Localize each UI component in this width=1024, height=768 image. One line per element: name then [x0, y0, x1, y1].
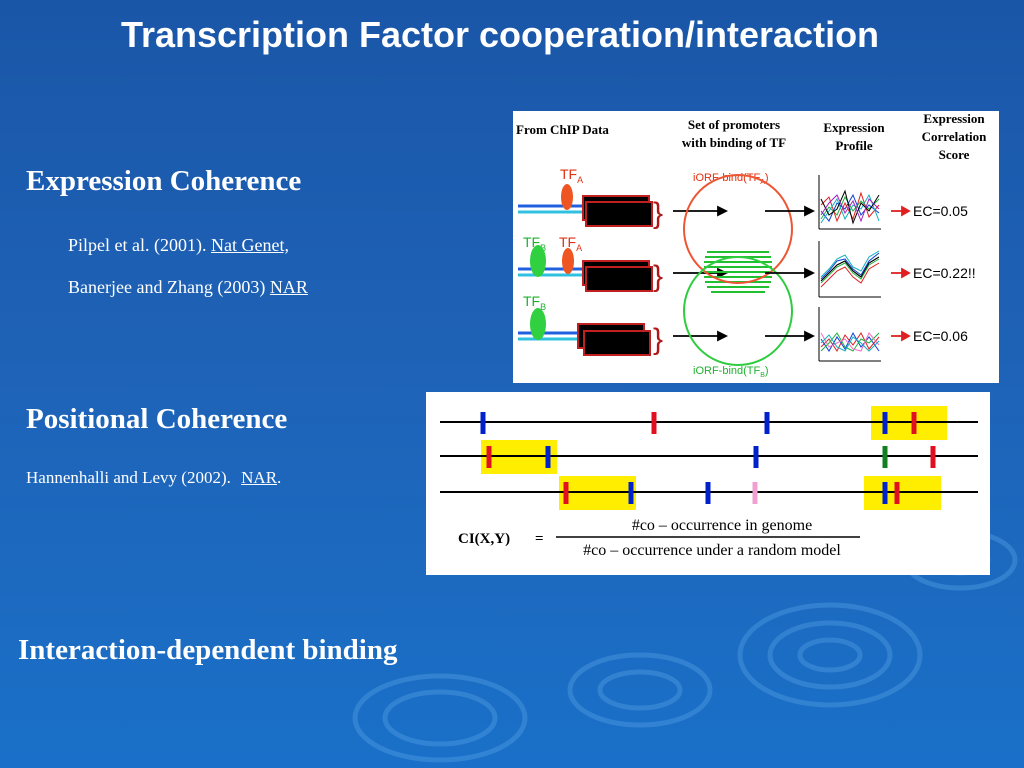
tf-b-label-row3: TFB: [523, 293, 546, 312]
ec-value-2: EC=0.22!!: [913, 265, 976, 281]
expression-profile-2: [818, 241, 881, 298]
promoter-row-3: [518, 308, 651, 356]
expression-coherence-figure: From ChIP Data Set of promoters with bin…: [513, 111, 999, 383]
ec-value-1: EC=0.05: [913, 203, 968, 219]
expression-profile-3: [818, 307, 881, 362]
banerjee-reference-text: Banerjee and Zhang (2003): [68, 277, 266, 297]
svg-text:}: }: [653, 323, 663, 356]
col-score-header-3: Score: [939, 147, 970, 162]
hannenhalli-reference: Hannenhalli and Levy (2002). NAR.: [26, 468, 281, 488]
expression-coherence-heading: Expression Coherence: [26, 165, 302, 197]
svg-text:}: }: [653, 260, 663, 293]
pilpel-reference-text: Pilpel et al. (2001).: [68, 235, 207, 255]
interaction-dependent-heading: Interaction-dependent binding: [18, 634, 398, 666]
reference-period: .: [277, 468, 282, 487]
promoter-row-1: [518, 184, 653, 227]
expression-profile-1: [818, 175, 881, 230]
col-chip-header: From ChIP Data: [516, 122, 609, 137]
slide-title: Transcription Factor cooperation/interac…: [120, 14, 880, 55]
tf-a-label-row1: TFA: [560, 166, 583, 185]
profile-arrows: [765, 205, 816, 342]
nat-genet-link[interactable]: Nat Genet,: [210, 235, 289, 255]
col-expression-header-1: Expression: [823, 120, 885, 135]
binding-sites: [480, 412, 936, 504]
formula-equals: =: [535, 531, 544, 547]
tf-a-set-circle: [683, 174, 793, 284]
banerjee-reference: Banerjee and Zhang (2003) NAR: [68, 277, 308, 298]
ec-value-3: EC=0.06: [913, 328, 968, 344]
col-promoters-header-1: Set of promoters: [688, 117, 780, 132]
nar-link-expression[interactable]: NAR: [269, 277, 308, 297]
pilpel-reference: Pilpel et al. (2001). Nat Genet,: [68, 235, 289, 256]
promoter-row-2: [518, 245, 653, 292]
formula-numerator: #co – occurrence in genome: [632, 517, 812, 534]
ec-arrows: [891, 205, 911, 342]
formula-lhs: CI(X,Y): [458, 531, 510, 547]
formula-denominator: #co – occurrence under a random model: [583, 542, 841, 559]
hannenhalli-reference-text: Hannenhalli and Levy (2002).: [26, 468, 231, 487]
svg-text:}: }: [653, 197, 663, 230]
col-score-header-2: Correlation: [922, 129, 988, 144]
col-promoters-header-2: with binding of TF: [682, 135, 786, 150]
tf-b-set-circle: [683, 256, 793, 366]
tf-a-label-row2: TFA: [559, 234, 582, 253]
positional-coherence-heading: Positional Coherence: [26, 403, 288, 435]
col-score-header-1: Expression: [923, 111, 985, 126]
set-braces: } } }: [653, 197, 663, 356]
nar-link-positional[interactable]: NAR: [241, 468, 278, 487]
col-expression-header-2: Profile: [835, 138, 873, 153]
iorf-bind-b-label: iORF-bind(TFB): [693, 365, 769, 379]
positional-coherence-figure: CI(X,Y) = #co – occurrence in genome #co…: [426, 392, 990, 575]
